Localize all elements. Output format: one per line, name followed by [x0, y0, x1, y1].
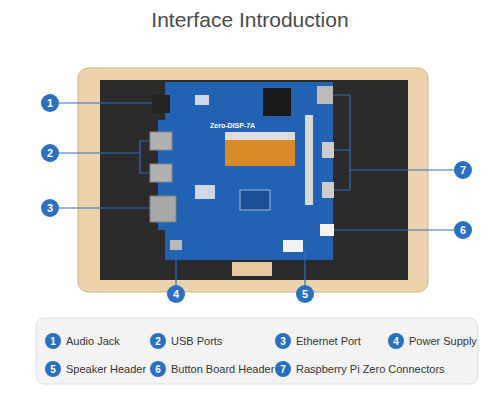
callout-circle-fill [296, 285, 314, 303]
callout-number: 5 [45, 361, 61, 377]
callout-circle-fill [41, 144, 59, 162]
callout-circle-fill [150, 333, 166, 349]
callout-number: 1 [41, 94, 59, 112]
board-label: Zero-DISP-7A [210, 122, 255, 129]
leader-line [59, 207, 150, 208]
key-item: 7Raspberry Pi Zero Connectors [275, 361, 291, 377]
flex-cable [225, 140, 295, 166]
callout-number: 3 [41, 199, 59, 217]
button-header [320, 224, 334, 236]
usb-port [150, 132, 172, 150]
callout-circle-fill [167, 285, 185, 303]
key-item: 3Ethernet Port [275, 333, 291, 349]
key-item: 1Audio Jack [45, 333, 61, 349]
interface-name: Raspberry Pi Zero Connectors [296, 363, 445, 375]
interface-name: Power Supply [409, 335, 477, 347]
leader-line [59, 102, 152, 103]
callout-number: 4 [388, 333, 404, 349]
callout-circle-fill [41, 199, 59, 217]
callout-circle: 6 [454, 221, 472, 239]
interface-name: Speaker Header [66, 363, 146, 375]
leader-line [175, 250, 176, 285]
diagram-title: Interface Introduction [0, 8, 500, 32]
interface-name: Audio Jack [66, 335, 120, 347]
callout-circle-fill [45, 333, 61, 349]
leader-lines [59, 95, 454, 285]
usb-port [150, 164, 172, 182]
callout-number: 2 [41, 144, 59, 162]
callout-circle: 4 [167, 285, 185, 303]
pi-zero-connector [322, 142, 334, 158]
component [240, 190, 270, 210]
callout-circle: 1 [41, 94, 59, 112]
callout-number: 6 [150, 361, 166, 377]
component [195, 185, 215, 199]
display-screen [100, 80, 408, 280]
pi-zero-connector [322, 182, 334, 198]
callout-number: 5 [296, 285, 314, 303]
leader-line [333, 95, 454, 190]
callout-circle: 2 [41, 144, 59, 162]
component [195, 95, 209, 105]
interface-name: USB Ports [171, 335, 222, 347]
chip [263, 88, 291, 116]
key-item: 6Button Board Header [150, 361, 166, 377]
callout-circle-fill [275, 361, 291, 377]
callout-number: 4 [167, 285, 185, 303]
callout-circle-fill [45, 361, 61, 377]
callout-circle: 7 [454, 161, 472, 179]
key-item: 4Power Supply [388, 333, 404, 349]
leader-line [59, 141, 150, 173]
pcb-board [165, 82, 333, 260]
key-panel [36, 318, 478, 384]
display-frame [78, 68, 428, 292]
power-port [170, 240, 182, 250]
key-item: 2USB Ports [150, 333, 166, 349]
interface-name: Ethernet Port [296, 335, 361, 347]
callout-number: 1 [45, 333, 61, 349]
leader-line [304, 252, 305, 285]
callout-circle-fill [388, 333, 404, 349]
callout-circle-fill [41, 94, 59, 112]
callout-circle: 3 [41, 199, 59, 217]
speaker-header [283, 240, 303, 252]
callout-number: 7 [454, 161, 472, 179]
callout-circle-fill [454, 221, 472, 239]
callout-circle: 5 [296, 285, 314, 303]
bottom-connector [232, 262, 272, 276]
callout-number: 3 [275, 333, 291, 349]
audio-jack [152, 95, 170, 113]
callout-number: 7 [275, 361, 291, 377]
ethernet-port [150, 196, 176, 222]
callout-circle-fill [275, 333, 291, 349]
fpc-connector [225, 132, 295, 140]
interface-name: Button Board Header [171, 363, 274, 375]
callout-number: 2 [150, 333, 166, 349]
callout-circle-fill [454, 161, 472, 179]
pin-header [305, 115, 313, 205]
pi-zero-connector [317, 86, 333, 104]
callout-number: 6 [454, 221, 472, 239]
callout-circle-fill [150, 361, 166, 377]
key-item: 5Speaker Header [45, 361, 61, 377]
leader-line [334, 229, 454, 230]
